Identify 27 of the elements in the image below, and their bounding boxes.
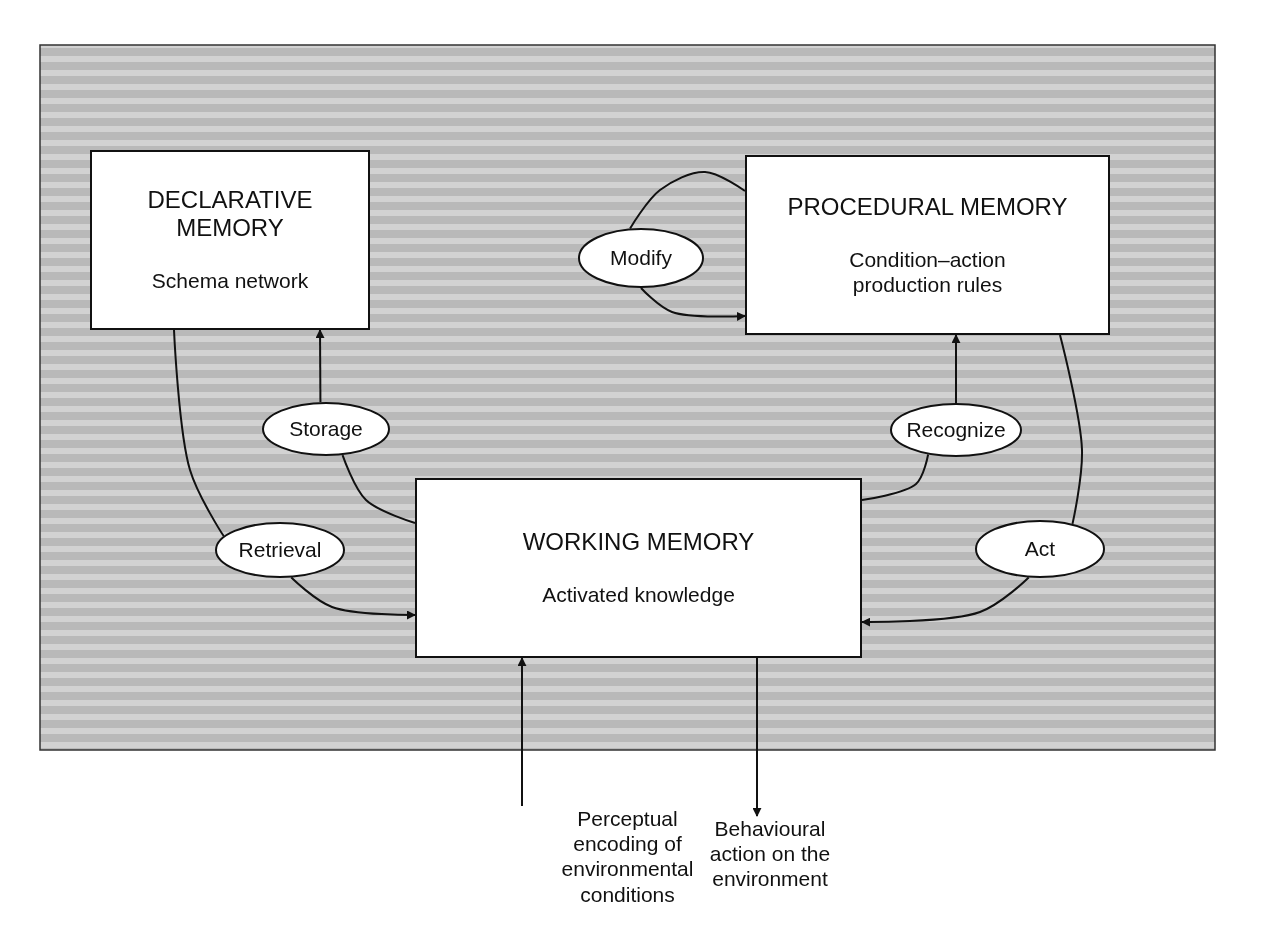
arrow [752,657,762,817]
process-ellipse [215,522,345,578]
process-ellipse [890,403,1022,457]
process-ellipse [262,402,390,456]
ellipse-label: Act [1024,537,1056,561]
box-heading: DECLARATIVE MEMORY [146,186,314,243]
arrow [861,576,1030,627]
arrow [290,576,416,620]
box-heading: WORKING MEMORY [522,528,755,557]
memory-box [745,155,1110,335]
arrow [640,287,746,321]
ellipse-label: Retrieval [238,538,322,562]
caption-text: Perceptual encoding of environmental conditions [515,806,700,941]
ellipse-label: Modify [610,246,672,270]
box-heading: PROCEDURAL MEMORY [787,192,1068,221]
box-subtitle: Condition–action production rules [848,246,1007,298]
box-subtitle: Schema network [151,268,309,294]
box-subtitle: Activated knowledge [542,582,735,608]
memory-box [90,150,370,330]
arrow [315,329,325,404]
ellipse-label: Storage [289,417,363,441]
memory-box [415,478,862,658]
process-ellipse [975,520,1105,578]
arrow [951,334,961,404]
arrow [517,657,527,807]
process-ellipse [578,228,704,288]
ellipse-label: Recognize [906,418,1006,442]
